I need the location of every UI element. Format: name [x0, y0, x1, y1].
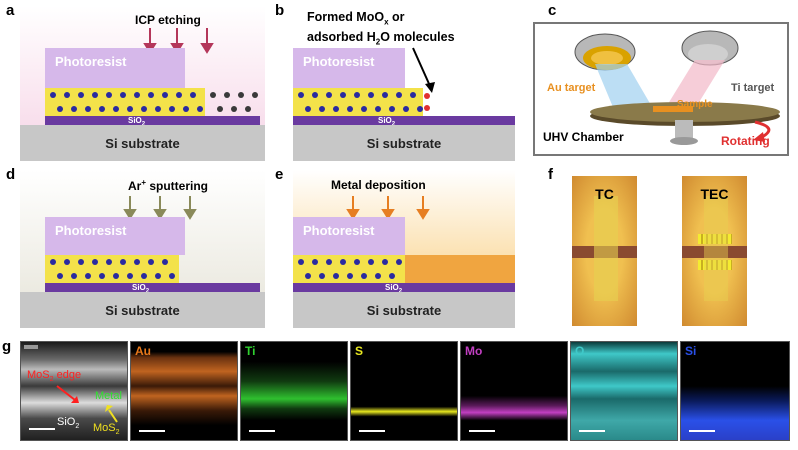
- eds-map-o: O: [570, 341, 678, 441]
- eds-map-au: Au: [130, 341, 238, 441]
- sem-sio2-label: SiO2: [57, 416, 80, 431]
- sem-image: MoS2 edge Metal SiO2 MoS2: [20, 341, 128, 441]
- tec-label: TEC: [700, 186, 729, 202]
- panel-label-d: d: [6, 166, 16, 183]
- tc-label: TC: [595, 186, 614, 202]
- sio2-label-a: SiO2: [128, 116, 145, 128]
- panel-label-f: f: [548, 166, 553, 183]
- panel-c: Au target Ti target Sample UHV Chamber R…: [533, 22, 789, 156]
- mos2-layer-a: [45, 88, 258, 116]
- pointer-arrow-b: [412, 47, 435, 93]
- substrate-a: Si substrate: [20, 125, 265, 161]
- panel-f-tec-device: TEC: [682, 176, 747, 326]
- panel-a: ICP etching Photoresist SiO2 Si substrat…: [20, 6, 265, 161]
- eds-label-s: S: [355, 344, 364, 358]
- mos2-edge-label: MoS2 edge: [27, 369, 82, 384]
- rotating-label: Rotating: [721, 134, 770, 148]
- panel-d-title: Ar+ sputtering: [128, 178, 209, 193]
- scale-bar: [469, 430, 495, 432]
- deposition-arrows: [346, 196, 430, 220]
- scale-bar: [579, 430, 605, 432]
- photoresist-b: Photoresist: [293, 48, 405, 88]
- photoresist-e: Photoresist: [293, 217, 405, 255]
- sputter-chamber-illustration: [574, 30, 780, 145]
- sem-mos2-label: MoS2: [93, 422, 120, 437]
- photoresist-d: Photoresist: [45, 217, 185, 255]
- panel-e: Metal deposition Photoresist SiO2 Si sub…: [293, 170, 515, 328]
- panel-label-b: b: [275, 2, 285, 19]
- scale-bar: [689, 430, 715, 432]
- scale-bar: [249, 430, 275, 432]
- sio2-label-e: SiO2: [385, 283, 402, 295]
- eds-label-mo: Mo: [465, 344, 483, 358]
- panel-b-title: Formed MoOx or adsorbed H2O molecules: [307, 10, 455, 46]
- ti-gun-icon: [681, 30, 739, 66]
- mos2-layer-d: [45, 255, 179, 283]
- substrate-e: Si substrate: [293, 292, 515, 328]
- sample-label: Sample: [677, 99, 713, 110]
- eds-label-o: O: [575, 344, 585, 358]
- au-target-label: Au target: [547, 82, 596, 94]
- mos2-layer-e: [293, 255, 515, 283]
- edge-pointer-arrow: [56, 385, 79, 403]
- photoresist-a: Photoresist: [45, 48, 185, 88]
- sio2-layer-d: [45, 283, 260, 292]
- panel-label-g: g: [2, 338, 12, 355]
- eds-label-ti: Ti: [245, 344, 256, 358]
- eds-map-ti: Ti: [240, 341, 348, 441]
- sio2-layer-e: [293, 283, 515, 292]
- eds-map-s: S: [350, 341, 458, 441]
- sputter-arrows: [123, 196, 197, 220]
- substrate-d: Si substrate: [20, 292, 265, 328]
- panel-e-title: Metal deposition: [331, 178, 426, 192]
- eds-label-si: Si: [685, 344, 697, 358]
- sio2-layer-b: [293, 116, 515, 125]
- panel-f-tc-device: TC: [572, 176, 637, 326]
- mos2-pointer-arrow: [105, 405, 118, 423]
- sio2-label-d: SiO2: [132, 283, 149, 295]
- substrate-b: Si substrate: [293, 125, 515, 161]
- scale-bar: [359, 430, 385, 432]
- sio2-label-b: SiO2: [378, 116, 395, 128]
- eds-map-mo: Mo: [460, 341, 568, 441]
- panel-d: Ar+ sputtering Photoresist SiO2 Si subst…: [20, 170, 265, 328]
- panel-label-c: c: [548, 2, 557, 19]
- scale-bar: [139, 430, 165, 432]
- chamber-label: UHV Chamber: [543, 130, 624, 144]
- panel-b: Formed MoOx or adsorbed H2O molecules Ph…: [293, 6, 515, 161]
- sio2-layer-a: [45, 116, 260, 125]
- metal-label: Metal: [95, 390, 122, 402]
- panel-label-e: e: [275, 166, 284, 183]
- mos2-layer-b: [293, 88, 430, 116]
- scale-bar: [29, 428, 55, 430]
- panel-a-title: ICP etching: [135, 13, 201, 27]
- panel-label-a: a: [6, 2, 15, 19]
- ti-target-label: Ti target: [731, 82, 775, 94]
- eds-map-si: Si: [680, 341, 790, 441]
- eds-label-au: Au: [135, 344, 151, 358]
